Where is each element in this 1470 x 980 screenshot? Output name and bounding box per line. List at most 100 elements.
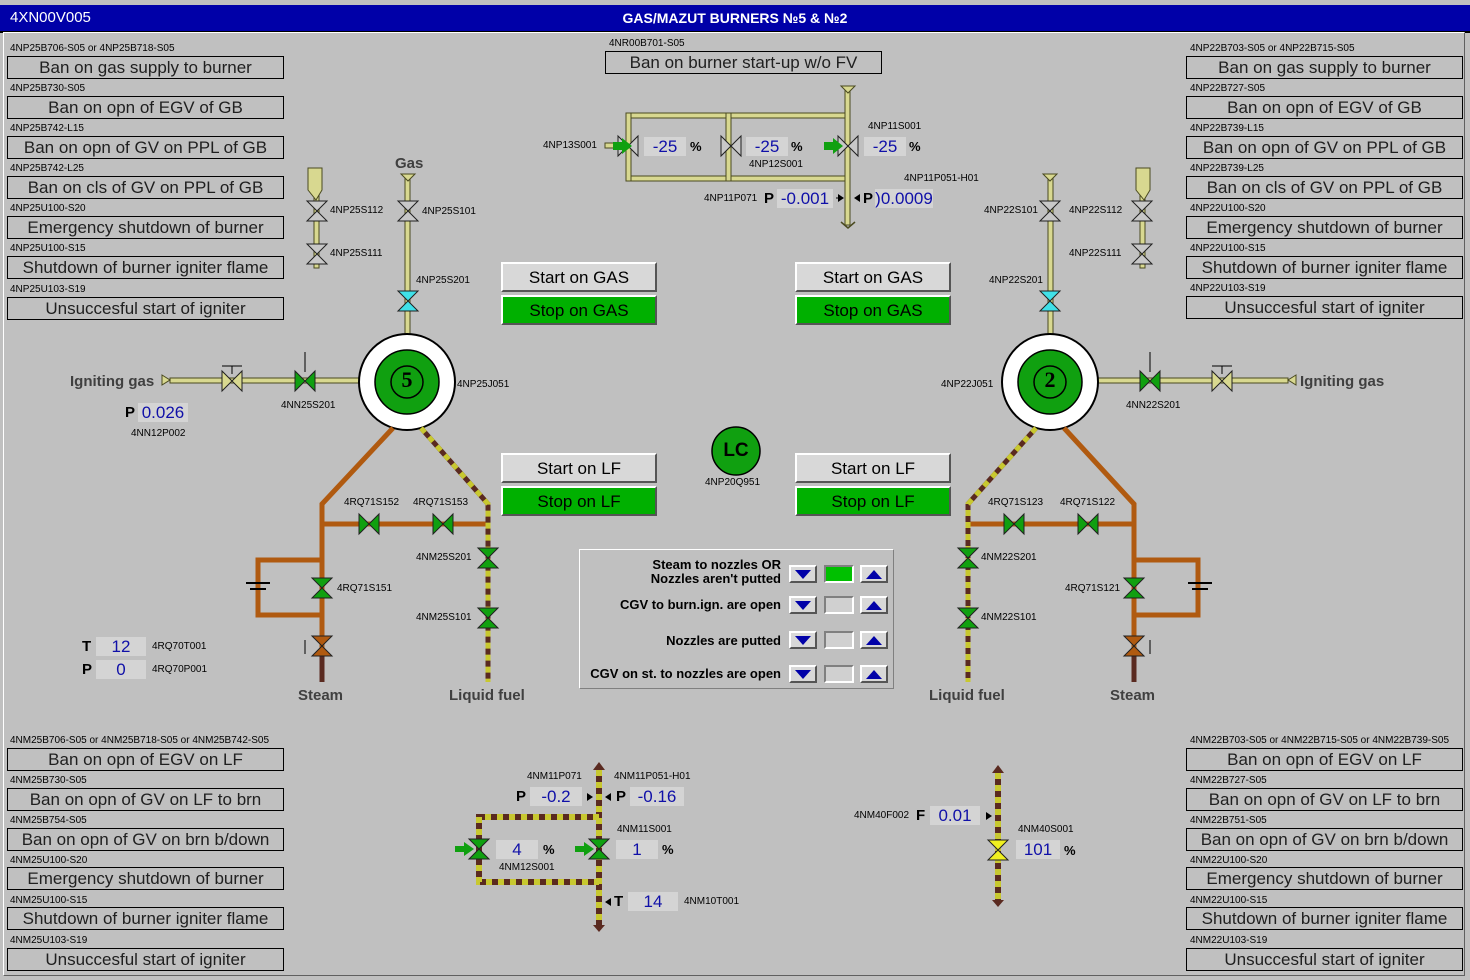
alarm-box[interactable]: Ban on opn of GV on LF to brn [7, 788, 284, 811]
pressure-letter: P [516, 788, 527, 805]
up-arrow-button[interactable] [860, 665, 888, 683]
valve-icon[interactable] [1139, 369, 1161, 393]
up-arrow-button[interactable] [860, 565, 888, 583]
valve-icon[interactable] [1130, 243, 1154, 265]
alarm-box[interactable]: Ban on opn of EGV of GB [1186, 96, 1463, 119]
lc-tag: 4NP20Q951 [705, 477, 761, 488]
alarm-code: 4NP22U103-S19 [1190, 283, 1266, 294]
liquid-fuel-label: Liquid fuel [929, 687, 1005, 704]
status-panel: Steam to nozzles OR Nozzles aren't putte… [579, 549, 894, 689]
lc-indicator[interactable] [711, 426, 761, 476]
valve-position-value: -25 [644, 137, 686, 156]
alarm-box[interactable]: Ban on gas supply to burner [7, 56, 284, 79]
alarm-box[interactable]: Ban on opn of GV on brn b/down [7, 828, 284, 851]
alarm-code: 4NM22B703-S05 or 4NM22B715-S05 or 4NM22B… [1190, 735, 1450, 746]
sensor-tag: 4NP11P071 [704, 193, 758, 204]
alarm-box[interactable]: Ban on opn of GV on PPL of GB [1186, 136, 1463, 159]
stop-lf-left-button[interactable]: Stop on LF [501, 486, 657, 516]
valve-icon[interactable] [1003, 512, 1025, 536]
alarm-box[interactable]: Ban on burner start-up w/o FV [605, 51, 882, 74]
temperature-letter: T [614, 893, 624, 910]
valve-icon[interactable] [432, 512, 454, 536]
alarm-code: 4NM22B751-S05 [1190, 815, 1267, 826]
status-label: Nozzles are putted [666, 633, 781, 648]
lc-label: LC [723, 440, 749, 461]
valve-tag: 4NM25S101 [416, 612, 472, 623]
valve-icon[interactable] [720, 134, 742, 158]
alarm-box[interactable]: Emergency shutdown of burner [1186, 216, 1463, 239]
alarm-box[interactable]: Shutdown of burner igniter flame [7, 256, 284, 279]
start-gas-right-button[interactable]: Start on GAS [795, 262, 951, 292]
down-arrow-button[interactable] [789, 596, 817, 614]
valve-icon[interactable] [305, 200, 329, 222]
alarm-code: 4NP22U100-S20 [1190, 203, 1266, 214]
valve-icon[interactable] [310, 577, 334, 599]
valve-tag: 4NP22S201 [989, 275, 1043, 286]
valve-icon[interactable] [467, 838, 491, 860]
up-arrow-button[interactable] [860, 631, 888, 649]
start-gas-left-button[interactable]: Start on GAS [501, 262, 657, 292]
alarm-box[interactable]: Unsuccesful start of igniter [1186, 296, 1463, 319]
valve-icon[interactable] [956, 547, 980, 569]
alarm-code: 4NP25U100-S20 [10, 203, 86, 214]
alarm-box[interactable]: Emergency shutdown of burner [1186, 867, 1463, 890]
burner-5[interactable] [358, 333, 456, 431]
alarm-box[interactable]: Shutdown of burner igniter flame [7, 907, 284, 930]
alarm-box[interactable]: Ban on gas supply to burner [1186, 56, 1463, 79]
alarm-box[interactable]: Shutdown of burner igniter flame [1186, 256, 1463, 279]
alarm-box[interactable]: Ban on opn of EGV of GB [7, 96, 284, 119]
valve-icon[interactable] [1122, 577, 1146, 599]
burner-tag: 4NP22J051 [941, 379, 994, 390]
valve-icon[interactable] [476, 547, 500, 569]
down-arrow-button[interactable] [789, 565, 817, 583]
alarm-box[interactable]: Ban on opn of GV on brn b/down [1186, 828, 1463, 851]
valve-icon[interactable] [294, 369, 316, 393]
igniting-gas-label: Igniting gas [70, 373, 155, 390]
sensor-tag: 4NP11P051-H01 [904, 173, 979, 184]
valve-icon[interactable] [1130, 200, 1154, 222]
valve-icon[interactable] [1077, 512, 1099, 536]
valve-icon[interactable] [310, 635, 334, 657]
alarm-box[interactable]: Unsuccesful start of igniter [1186, 948, 1463, 971]
valve-icon[interactable] [396, 290, 420, 312]
unit-label: % [690, 139, 702, 154]
status-label: CGV on st. to nozzles are open [590, 666, 781, 681]
valve-tag: 4NM22S201 [981, 552, 1037, 563]
valve-icon[interactable] [358, 512, 380, 536]
burner-2[interactable] [1001, 333, 1099, 431]
valve-tag: 4NP22S112 [1069, 205, 1123, 216]
start-lf-left-button[interactable]: Start on LF [501, 453, 657, 483]
stop-gas-left-button[interactable]: Stop on GAS [501, 295, 657, 325]
burner-number: 2 [1044, 367, 1056, 392]
valve-icon[interactable] [1038, 200, 1062, 222]
valve-icon[interactable] [305, 243, 329, 265]
valve-icon[interactable] [476, 607, 500, 629]
alarm-box[interactable]: Ban on opn of GV on PPL of GB [7, 136, 284, 159]
down-arrow-button[interactable] [789, 665, 817, 683]
alarm-box[interactable]: Emergency shutdown of burner [7, 216, 284, 239]
alarm-box[interactable]: Ban on opn of EGV on LF [7, 748, 284, 771]
valve-icon[interactable] [1211, 369, 1233, 393]
valve-icon[interactable] [221, 369, 243, 393]
alarm-box[interactable]: Unsuccesful start of igniter [7, 948, 284, 971]
alarm-box[interactable]: Ban on cls of GV on PPL of GB [7, 176, 284, 199]
valve-tag: 4NP22S111 [1069, 248, 1122, 259]
valve-icon[interactable] [956, 607, 980, 629]
stop-gas-right-button[interactable]: Stop on GAS [795, 295, 951, 325]
up-arrow-button[interactable] [860, 596, 888, 614]
valve-icon[interactable] [1122, 635, 1146, 657]
start-lf-right-button[interactable]: Start on LF [795, 453, 951, 483]
alarm-code: 4NP22B727-S05 [1190, 83, 1266, 94]
down-arrow-button[interactable] [789, 631, 817, 649]
valve-icon[interactable] [396, 200, 420, 222]
alarm-box[interactable]: Unsuccesful start of igniter [7, 297, 284, 320]
stop-lf-right-button[interactable]: Stop on LF [795, 486, 951, 516]
alarm-box[interactable]: Ban on cls of GV on PPL of GB [1186, 176, 1463, 199]
valve-icon[interactable] [587, 838, 611, 860]
valve-icon[interactable] [986, 839, 1010, 861]
alarm-box[interactable]: Ban on opn of EGV on LF [1186, 748, 1463, 771]
alarm-box[interactable]: Shutdown of burner igniter flame [1186, 907, 1463, 930]
valve-icon[interactable] [1038, 290, 1062, 312]
alarm-box[interactable]: Emergency shutdown of burner [7, 867, 284, 890]
alarm-box[interactable]: Ban on opn of GV on LF to brn [1186, 788, 1463, 811]
